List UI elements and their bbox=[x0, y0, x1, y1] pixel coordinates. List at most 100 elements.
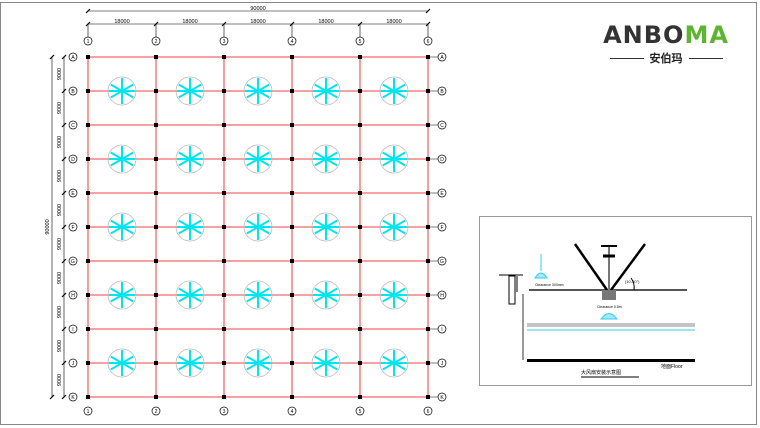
column-node bbox=[290, 259, 294, 263]
row-axis-bubble bbox=[68, 154, 78, 164]
fan-outline bbox=[243, 280, 273, 310]
row-spacing-label: 9000 bbox=[57, 306, 63, 318]
fan-outline bbox=[243, 212, 273, 242]
fan-outline bbox=[379, 76, 409, 106]
column-axis-label: 1 bbox=[87, 409, 90, 415]
column-node bbox=[290, 361, 294, 365]
column-node bbox=[358, 361, 362, 365]
column-node bbox=[358, 123, 362, 127]
row-axis-bubble bbox=[68, 324, 78, 334]
column-node bbox=[154, 225, 158, 229]
row-axis-label: J bbox=[441, 361, 444, 367]
column-node bbox=[358, 293, 362, 297]
support-arm-left bbox=[573, 243, 609, 291]
fan-outline bbox=[175, 348, 205, 378]
section-title: 大风扇安装示意图 bbox=[581, 369, 621, 376]
column-node bbox=[154, 123, 158, 127]
column-spacing-label: 18000 bbox=[318, 19, 333, 25]
row-axis-label: B bbox=[71, 89, 75, 95]
column-node bbox=[154, 327, 158, 331]
fan-outline bbox=[379, 348, 409, 378]
fan-outline bbox=[107, 76, 137, 106]
column-node bbox=[154, 395, 158, 399]
column-node bbox=[86, 395, 90, 399]
column-node bbox=[154, 191, 158, 195]
column-axis-label: 4 bbox=[291, 409, 294, 415]
row-axis-label: K bbox=[71, 395, 75, 401]
column-node bbox=[290, 327, 294, 331]
column-node bbox=[290, 123, 294, 127]
row-axis-bubble bbox=[68, 358, 78, 368]
logo-text-suffix: MA bbox=[684, 21, 729, 49]
row-axis-bubble bbox=[68, 120, 78, 130]
column-node bbox=[86, 89, 90, 93]
fan-outline bbox=[243, 76, 273, 106]
fan-outline bbox=[311, 348, 341, 378]
column-axis-bubble bbox=[151, 36, 161, 46]
row-spacing-label: 9000 bbox=[57, 204, 63, 216]
column-axis-bubble bbox=[423, 406, 433, 416]
column-axis-bubble bbox=[355, 36, 365, 46]
fan-outline bbox=[175, 212, 205, 242]
row-spacing-label: 9000 bbox=[57, 170, 63, 182]
row-axis-label: C bbox=[440, 123, 444, 129]
fan-outline bbox=[311, 76, 341, 106]
column-spacing-label: 18000 bbox=[386, 19, 401, 25]
column-axis-bubble bbox=[83, 36, 93, 46]
column-node bbox=[290, 55, 294, 59]
column-node bbox=[358, 395, 362, 399]
column-node bbox=[358, 89, 362, 93]
fan-outline bbox=[107, 280, 137, 310]
column-node bbox=[154, 89, 158, 93]
wall-bracket bbox=[508, 275, 516, 305]
row-spacing-label: 9000 bbox=[57, 238, 63, 250]
row-axis-label: K bbox=[440, 395, 444, 401]
fan-outline bbox=[107, 144, 137, 174]
row-axis-bubble bbox=[68, 86, 78, 96]
column-axis-label: 4 bbox=[291, 39, 294, 45]
row-spacing-label: 9000 bbox=[57, 340, 63, 352]
fan-outline bbox=[175, 76, 205, 106]
row-axis-label: H bbox=[440, 293, 444, 299]
fan-outline bbox=[311, 212, 341, 242]
floor-line bbox=[527, 359, 695, 362]
column-axis-bubble bbox=[151, 406, 161, 416]
column-node bbox=[86, 191, 90, 195]
column-node bbox=[290, 395, 294, 399]
row-axis-label: E bbox=[71, 191, 75, 197]
row-axis-label: G bbox=[440, 259, 444, 265]
anboma-logo: ANBOMA 安伯玛 bbox=[596, 22, 736, 66]
column-node bbox=[222, 259, 226, 263]
column-node bbox=[222, 361, 226, 365]
fan-outline bbox=[379, 144, 409, 174]
column-node bbox=[222, 191, 226, 195]
column-axis-bubble bbox=[355, 406, 365, 416]
column-node bbox=[358, 225, 362, 229]
row-axis-label: A bbox=[71, 55, 75, 61]
column-node bbox=[290, 157, 294, 161]
column-axis-label: 2 bbox=[155, 409, 158, 415]
fan-outline bbox=[311, 280, 341, 310]
column-node bbox=[86, 225, 90, 229]
logo-chinese: 安伯玛 bbox=[649, 53, 683, 65]
column-axis-label: 5 bbox=[359, 409, 362, 415]
column-node bbox=[86, 123, 90, 127]
row-axis-label: F bbox=[71, 225, 74, 231]
clearance-top-label: Clearance 300mm bbox=[535, 283, 564, 287]
row-axis-label: H bbox=[71, 293, 75, 299]
column-node bbox=[86, 55, 90, 59]
column-node bbox=[86, 361, 90, 365]
row-axis-bubble bbox=[68, 392, 78, 402]
installation-section-diagram: (10-30°) Clearance 300mm Clearance 0.5m … bbox=[479, 216, 752, 386]
angle-arc bbox=[630, 277, 635, 291]
fan-outline bbox=[311, 144, 341, 174]
column-axis-bubble bbox=[83, 406, 93, 416]
row-axis-label: G bbox=[71, 259, 75, 265]
angle-label: (10-30°) bbox=[625, 279, 640, 284]
column-axis-label: 3 bbox=[223, 39, 226, 45]
column-node bbox=[86, 293, 90, 297]
row-axis-label: I bbox=[441, 327, 442, 333]
